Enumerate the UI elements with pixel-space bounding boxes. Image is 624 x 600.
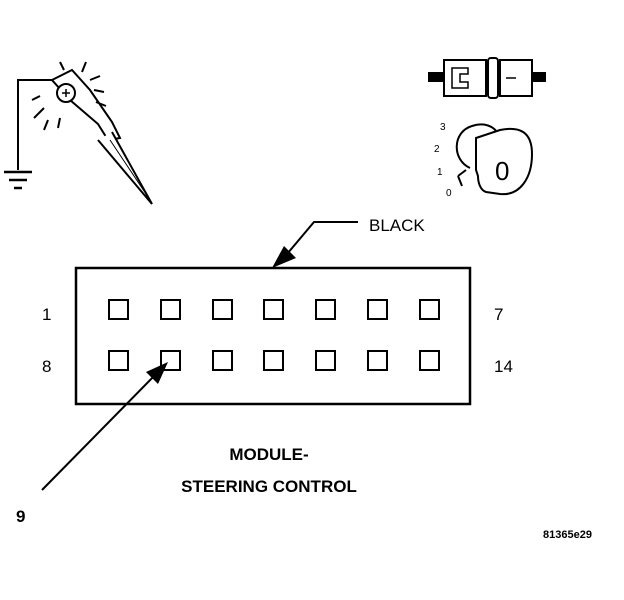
pin-cavity-5	[315, 299, 336, 320]
pin-cavity-7	[419, 299, 440, 320]
module-title-line1: MODULE-	[229, 445, 308, 464]
ignition-position-0: 0	[446, 188, 452, 199]
pin-callout: 9	[16, 362, 168, 526]
connector-disconnect-icon	[428, 57, 546, 99]
pin-label-row1-start: 1	[42, 305, 51, 324]
pin-cavity-6	[367, 299, 388, 320]
wire-color-callout: BLACK	[272, 216, 425, 268]
pin-label-row2-end: 14	[494, 357, 513, 376]
pin-cavity-3	[212, 299, 233, 320]
ignition-position-3: 3	[440, 122, 446, 133]
wire-color-label: BLACK	[369, 216, 425, 235]
pin-cavity-2	[160, 299, 181, 320]
module-title-line2: STEERING CONTROL	[181, 477, 357, 496]
pin-cavity-10	[212, 350, 233, 371]
pin-cavity-13	[367, 350, 388, 371]
connector-body	[74, 266, 472, 406]
figure-id: 81365e29	[543, 529, 592, 541]
pin-cavities	[108, 299, 440, 371]
pin-label-row2-start: 8	[42, 357, 51, 376]
pin-cavity-4	[263, 299, 284, 320]
pin-label-row1-end: 7	[494, 305, 503, 324]
ignition-key-mark: 0	[495, 156, 509, 186]
ignition-position-1: 1	[437, 167, 443, 178]
pin-cavity-8	[108, 350, 129, 371]
pin-cavity-1	[108, 299, 129, 320]
pin-callout-number: 9	[16, 507, 25, 526]
ground-symbol-icon	[4, 170, 32, 190]
pin-cavity-14	[419, 350, 440, 371]
ignition-key-icon: 0 3 2 1 0	[434, 122, 534, 199]
pin-cavity-11	[263, 350, 284, 371]
ignition-position-2: 2	[434, 144, 440, 155]
test-light-probe-icon	[17, 61, 153, 205]
pin-cavity-12	[315, 350, 336, 371]
